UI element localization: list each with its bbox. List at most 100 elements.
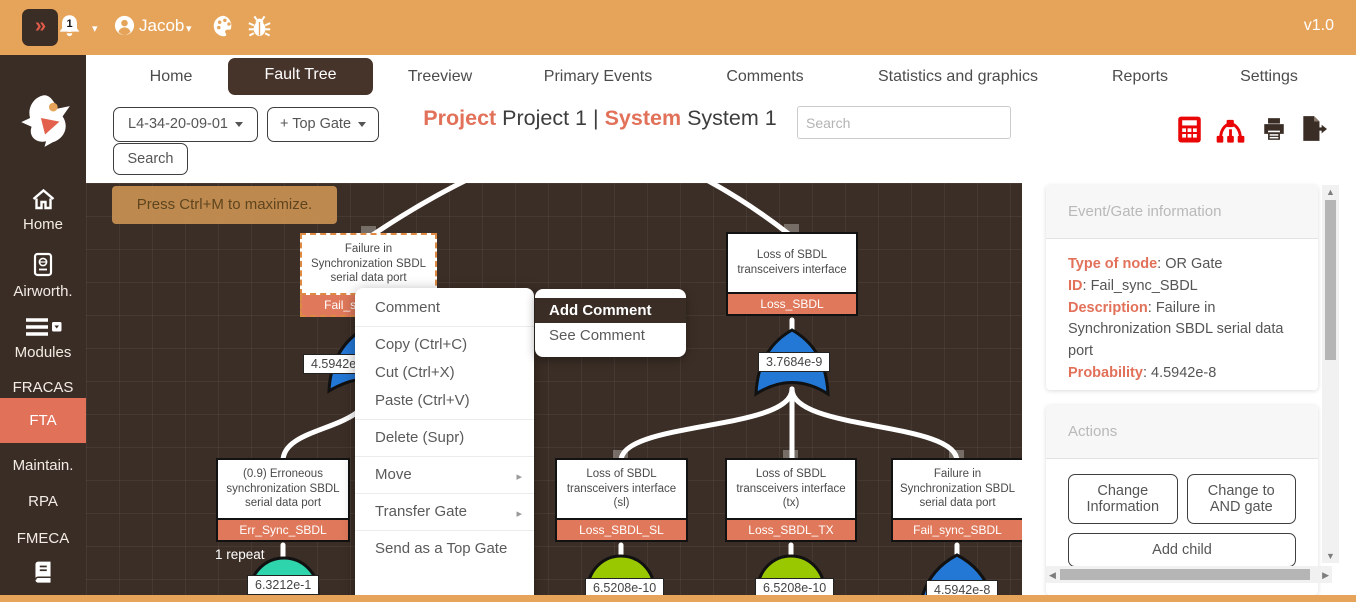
help-book-icon (34, 561, 51, 583)
field-id: IDFail_sync_SBDL (1068, 276, 1296, 298)
print-icon[interactable] (1261, 116, 1287, 142)
context-menu-item-send-top-gate[interactable]: Send as a Top Gate (355, 535, 534, 563)
fault-tree-node-fail-sync-sbdl-2[interactable]: Failure in Synchronization SBDL serial d… (891, 458, 1022, 542)
node-title: Loss of SBDL transceivers interface (sl) (555, 458, 688, 520)
field-label: Probability (1068, 365, 1151, 381)
fault-tree-node-loss-sbdl-sl[interactable]: Loss of SBDL transceivers interface (sl)… (555, 458, 688, 542)
tab-fault-tree[interactable]: Fault Tree (228, 58, 373, 95)
panel-vertical-scrollbar[interactable]: ▲ ▼ (1322, 185, 1339, 563)
node-connector-handle[interactable] (613, 450, 628, 459)
context-menu-item-delete[interactable]: Delete (Supr) (355, 424, 534, 452)
actions-card-body: Change Information Change to AND gate Ad… (1046, 459, 1318, 582)
comment-submenu: Add Comment See Comment (535, 289, 686, 357)
tab-reports[interactable]: Reports (1111, 68, 1169, 85)
submenu-item-add-comment[interactable]: Add Comment (535, 298, 686, 323)
theme-palette-icon[interactable] (211, 13, 237, 39)
fault-tree-node-loss-sbdl[interactable]: Loss of SBDL transceivers interface Loss… (726, 232, 858, 316)
title-divider: | (593, 106, 599, 130)
sidebar-collapse-button[interactable]: » (22, 9, 58, 46)
tab-comments[interactable]: Comments (726, 68, 804, 85)
node-tag: Loss_SBDL (726, 294, 858, 316)
field-label: Type of node (1068, 256, 1165, 272)
probability-label: 3.7684e-9 (758, 352, 831, 372)
repeat-count-label: 1 repeat (215, 547, 265, 562)
node-connector-handle[interactable] (949, 450, 964, 459)
search-input[interactable] (797, 106, 1011, 139)
submenu-arrow-icon: ▸ (516, 508, 522, 520)
add-child-button[interactable]: Add child (1068, 533, 1296, 567)
gate-selector-dropdown[interactable]: L4-34-20-09-01 (113, 107, 258, 142)
fault-tree-node-err-sync-sbdl[interactable]: (0.9) Erroneous synchronization SBDL ser… (216, 458, 350, 542)
tab-statistics-and-graphics[interactable]: Statistics and graphics (877, 68, 1039, 85)
sidebar-item-label: Maintain. (12, 457, 74, 474)
field-value: 4.5942e-8 (1151, 364, 1217, 381)
context-menu-item-move[interactable]: Move▸ (355, 461, 534, 489)
change-to-and-gate-button[interactable]: Change to AND gate (1186, 474, 1296, 524)
add-top-gate-button[interactable]: + Top Gate (267, 107, 379, 142)
node-tag: Loss_SBDL_TX (725, 520, 857, 542)
tab-primary-events[interactable]: Primary Events (543, 68, 653, 85)
sidebar-item-modules[interactable]: Modules (0, 316, 86, 361)
sidebar-item-rpa[interactable]: RPA (0, 491, 86, 510)
sidebar-item-home[interactable]: Home (0, 188, 86, 233)
field-probability: Probability4.5942e-8 (1068, 363, 1296, 385)
sidebar-item-label: RPA (28, 493, 58, 510)
horizontal-scroll-thumb[interactable] (1060, 569, 1310, 580)
change-information-button[interactable]: Change Information (1068, 474, 1178, 524)
search-button[interactable]: Search (113, 143, 188, 175)
chevron-down-icon[interactable]: ▾ (186, 23, 192, 35)
maximize-hint-tooltip: Press Ctrl+M to maximize. (112, 186, 337, 224)
app-logo-bird-icon (21, 95, 70, 147)
node-connector-handle[interactable] (361, 226, 376, 235)
context-menu-item-comment[interactable]: Comment (355, 294, 534, 322)
context-menu-item-cut[interactable]: Cut (Ctrl+X) (355, 359, 534, 387)
fault-tree-canvas[interactable]: Press Ctrl+M to maximize. Failure in Syn… (86, 183, 1022, 595)
notifications-button[interactable]: 1 (56, 12, 86, 44)
app-version: v1.0 (1303, 17, 1334, 34)
menu-item-label: Move (375, 466, 412, 483)
link-line (618, 386, 795, 464)
sidebar-item-fracas[interactable]: FRACAS (0, 377, 86, 396)
tab-label: Fault Tree (264, 66, 337, 83)
passport-icon (33, 252, 53, 277)
export-file-icon[interactable] (1299, 114, 1327, 143)
context-menu-item-copy[interactable]: Copy (Ctrl+C) (355, 331, 534, 359)
system-label: System (604, 106, 682, 130)
fault-tree-node-loss-sbdl-tx[interactable]: Loss of SBDL transceivers interface (tx)… (725, 458, 857, 542)
node-connector-handle[interactable] (784, 224, 799, 233)
sidebar-item-airworthiness[interactable]: Airworth. (0, 252, 86, 300)
scroll-left-arrow-icon[interactable]: ◀ (1049, 570, 1056, 580)
sidebar-item-maintain[interactable]: Maintain. (0, 455, 86, 474)
context-menu-item-transfer-gate[interactable]: Transfer Gate▸ (355, 498, 534, 526)
submenu-item-see-comment[interactable]: See Comment (549, 327, 645, 344)
scroll-down-arrow-icon[interactable]: ▼ (1326, 551, 1335, 561)
module-tab-bar: Home Fault Tree Treeview Primary Events … (86, 55, 1356, 97)
context-menu-item-paste[interactable]: Paste (Ctrl+V) (355, 387, 534, 415)
tab-treeview[interactable]: Treeview (407, 68, 473, 85)
chevron-down-icon[interactable]: ▾ (92, 23, 98, 35)
scroll-up-arrow-icon[interactable]: ▲ (1326, 187, 1335, 197)
field-label: Description (1068, 300, 1156, 316)
vertical-scroll-thumb[interactable] (1325, 200, 1336, 360)
bottom-accent-bar (0, 595, 1356, 602)
node-title: Failure in Synchronization SBDL serial d… (300, 233, 437, 295)
bug-report-icon[interactable] (246, 13, 273, 40)
user-name: Jacob (139, 16, 185, 35)
calculator-icon[interactable] (1177, 116, 1202, 143)
sidebar-item-fta[interactable]: FTA (0, 398, 86, 443)
node-connector-handle[interactable] (783, 450, 798, 459)
page-title: Project Project 1 | System System 1 (390, 106, 810, 131)
scroll-right-arrow-icon[interactable]: ▶ (1322, 570, 1329, 580)
sidebar-item-label: Home (22, 216, 63, 233)
menu-divider (355, 326, 534, 327)
menu-divider (355, 530, 534, 531)
sidebar-item-fmeca[interactable]: FMECA (0, 528, 86, 547)
cut-set-tree-icon[interactable] (1215, 119, 1246, 144)
sidebar-item-label: Airworth. (13, 283, 73, 300)
panel-horizontal-scrollbar[interactable]: ◀ ▶ (1046, 566, 1332, 583)
tab-settings[interactable]: Settings (1240, 68, 1298, 85)
tab-home[interactable]: Home (149, 68, 193, 85)
node-tag: Fail_sync_SBDL (891, 520, 1022, 542)
sidebar-item-label: FMECA (16, 530, 70, 547)
